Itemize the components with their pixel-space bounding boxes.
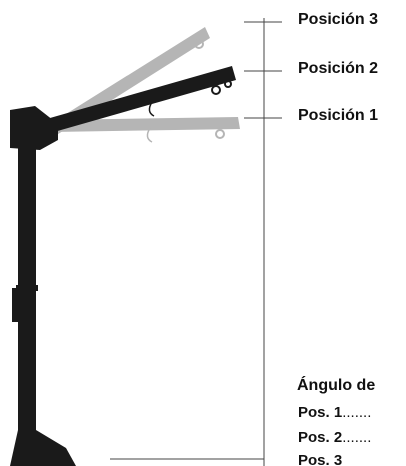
angle-row-pos-2: Pos. 2....... (298, 429, 371, 446)
arm-position-2 (50, 66, 236, 132)
angle-row-label: Pos. 1 (298, 404, 343, 421)
angle-row-label: Pos. 2 (298, 429, 343, 446)
label-position-3: Posición 3 (298, 11, 379, 28)
angle-heading: Ángulo de (297, 377, 376, 394)
label-position-2: Posición 2 (298, 60, 379, 77)
mast-collar (16, 285, 38, 291)
label-position-1: Posición 1 (298, 107, 379, 124)
mast-base (10, 430, 76, 466)
arm-position-1 (52, 117, 240, 143)
angle-row-pos-3: Pos. 3 (298, 452, 342, 466)
leader-dots: ....... (342, 429, 372, 446)
mast (18, 138, 36, 448)
leader-dots: ....... (342, 404, 372, 421)
angle-row-label: Pos. 3 (298, 452, 343, 466)
mast-bracket (12, 288, 20, 322)
angle-row-pos-1: Pos. 1....... (298, 404, 371, 421)
